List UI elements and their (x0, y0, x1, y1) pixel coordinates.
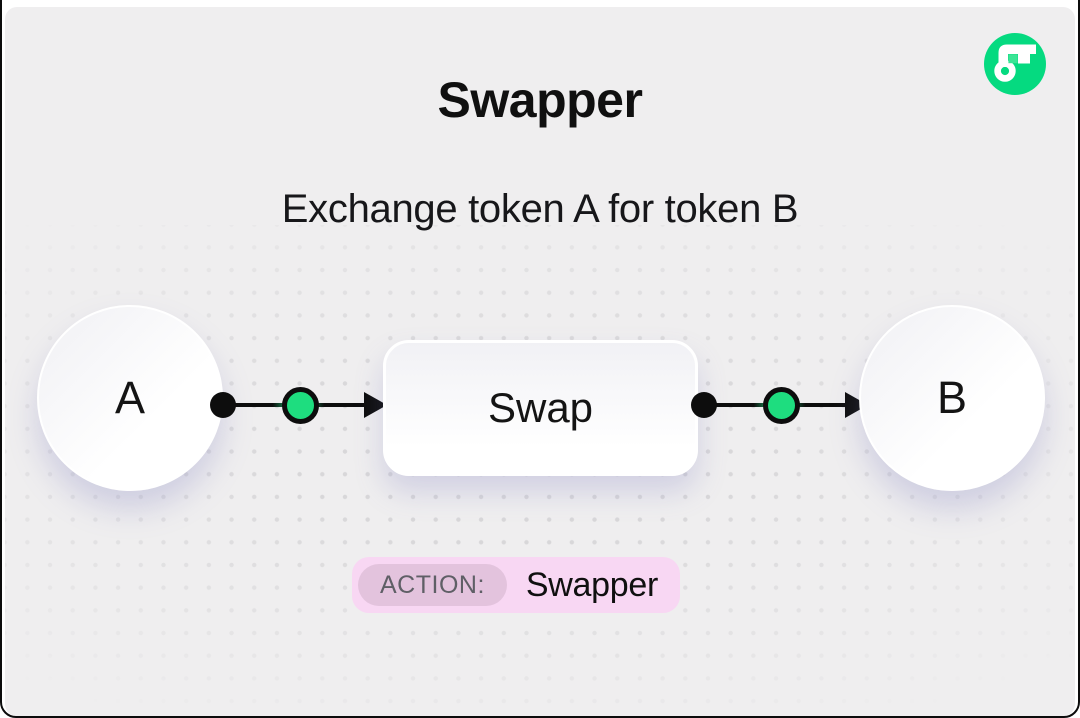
diagram-canvas: Swapper Exchange token A for token B A S… (5, 7, 1075, 717)
page-title: Swapper (437, 72, 643, 128)
connector-start-dot (691, 392, 717, 418)
swap-process-node: Swap (383, 340, 698, 476)
flow-logo-icon (984, 33, 1046, 95)
token-b-node: B (859, 305, 1045, 491)
action-badge-value: Swapper (525, 565, 658, 604)
connector-swap-to-b (691, 385, 869, 425)
token-a-node: A (37, 305, 223, 491)
connector-a-to-swap (210, 385, 388, 425)
action-badge-label: ACTION: (358, 564, 507, 606)
action-badge: ACTION: Swapper (352, 557, 680, 613)
connector-start-dot (210, 392, 236, 418)
page-subtitle: Exchange token A for token B (281, 187, 799, 231)
token-a-label: A (114, 372, 145, 423)
token-b-label: B (936, 372, 967, 423)
connector-green-node (763, 387, 800, 424)
arrowhead-icon (364, 392, 387, 418)
connector-green-node (282, 387, 319, 424)
swap-label: Swap (487, 384, 594, 431)
